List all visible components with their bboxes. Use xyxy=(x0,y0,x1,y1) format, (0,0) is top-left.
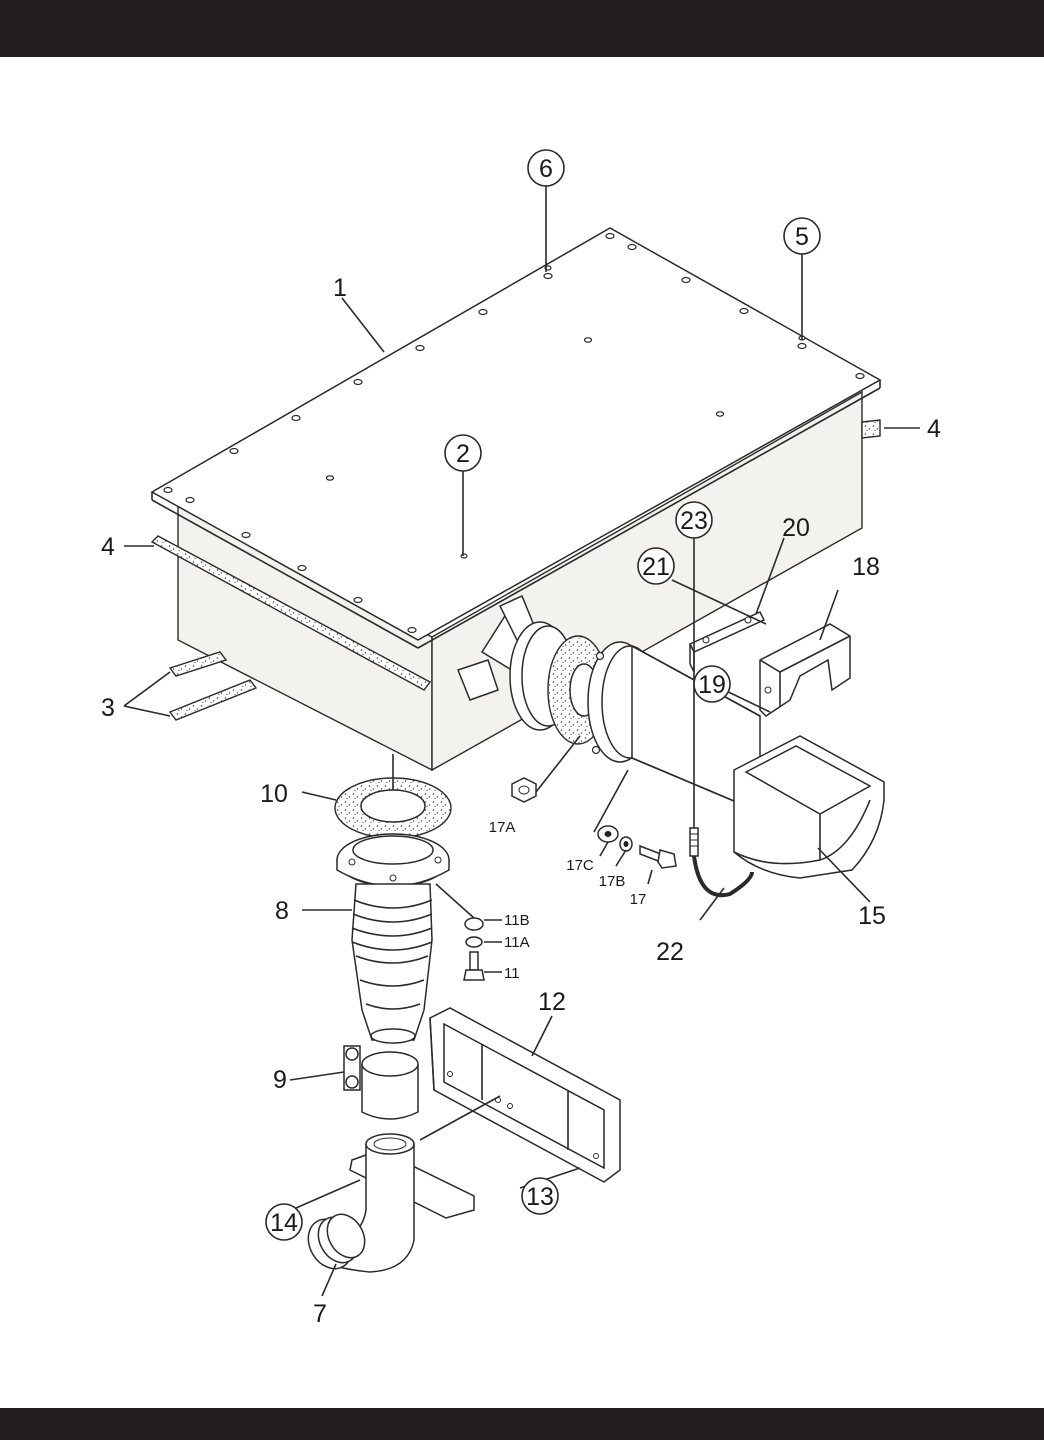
callout-10: 10 xyxy=(260,780,288,808)
callout-5: 5 xyxy=(795,223,809,251)
callout-21: 21 xyxy=(642,553,670,581)
gasket-strip-right xyxy=(861,419,881,439)
callout-11a: 11A xyxy=(504,934,530,951)
bottom-strip-2 xyxy=(168,679,258,721)
leader-lines xyxy=(123,186,920,1297)
callout-17: 17 xyxy=(630,891,647,908)
pipe-clamp xyxy=(343,1045,419,1120)
lockwasher-17b xyxy=(619,836,633,852)
washer-17c xyxy=(597,825,619,843)
chute xyxy=(733,735,885,879)
callout-11b: 11B xyxy=(504,912,530,929)
callout-20: 20 xyxy=(782,514,810,542)
lockwasher-11a xyxy=(465,936,483,948)
callout-13: 13 xyxy=(526,1183,554,1211)
lid-holes xyxy=(163,232,865,634)
callout-labels: 6 5 1 2 4 4 3 23 20 21 18 19 17A 17C 17B… xyxy=(101,155,941,1328)
bellows-reducer xyxy=(336,833,450,1044)
callout-6: 6 xyxy=(539,155,553,183)
callout-18: 18 xyxy=(852,553,880,581)
callout-4-right: 4 xyxy=(927,415,941,443)
flange-gasket-10 xyxy=(334,777,452,839)
washer-11b xyxy=(464,917,484,931)
elbow-pipe xyxy=(307,1133,475,1273)
callout-9: 9 xyxy=(273,1066,287,1094)
gasket-strip-left xyxy=(150,535,432,691)
callout-8: 8 xyxy=(275,897,289,925)
bolt-11 xyxy=(463,951,485,981)
callout-17b: 17B xyxy=(599,873,626,890)
callout-11: 11 xyxy=(504,965,520,982)
footer-bar xyxy=(0,1408,1044,1440)
callout-2: 2 xyxy=(456,440,470,468)
nut-17a xyxy=(511,777,537,803)
mounting-plate xyxy=(429,1007,621,1183)
bolt-17 xyxy=(639,844,677,869)
callout-14: 14 xyxy=(270,1209,298,1237)
sensor-cable xyxy=(692,855,754,898)
callout-3: 3 xyxy=(101,694,115,722)
header-bar xyxy=(0,0,1044,57)
callout-23: 23 xyxy=(680,507,708,535)
bottom-strip-1 xyxy=(168,651,228,677)
support-bracket xyxy=(688,611,766,673)
hanger-bracket xyxy=(759,623,851,717)
callout-17c: 17C xyxy=(566,857,594,874)
callout-circles xyxy=(265,149,821,1241)
callout-12: 12 xyxy=(538,988,566,1016)
callout-4-left: 4 xyxy=(101,533,115,561)
callout-19: 19 xyxy=(698,671,726,699)
callout-7: 7 xyxy=(313,1300,327,1328)
callout-15: 15 xyxy=(858,902,886,930)
callout-1: 1 xyxy=(333,274,347,302)
elbow-coupling xyxy=(307,1213,366,1270)
callout-17a: 17A xyxy=(489,819,516,836)
callout-22: 22 xyxy=(656,938,684,966)
